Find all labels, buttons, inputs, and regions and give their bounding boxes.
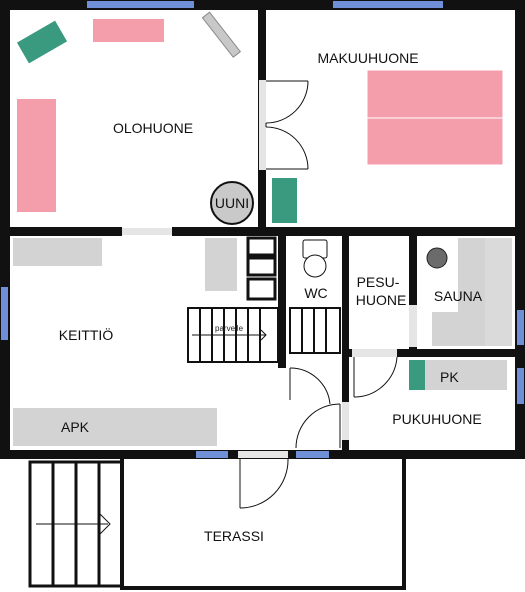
apk-label: APK: [61, 419, 90, 435]
kitchen-counter-top: [13, 238, 102, 266]
room-label-pesuhuone-2: HUONE: [356, 292, 407, 308]
kitchen-fridge: [205, 238, 237, 291]
door-swings: [239, 356, 398, 509]
hall-stairs: [289, 307, 341, 354]
window-right-pk: [517, 368, 524, 404]
room-label-keittio: KEITTIÖ: [59, 326, 114, 343]
outdoor-stairs: [36, 462, 111, 586]
window-top-left: [87, 1, 194, 8]
wc-toilet: [302, 239, 328, 278]
wall-wc-right: [342, 236, 349, 354]
openings: [122, 80, 417, 458]
apk-counter: [13, 408, 217, 446]
sauna-bench-lower: [485, 238, 512, 346]
terrace-wall: [120, 459, 406, 590]
bedroom-door: [265, 80, 309, 170]
opening-living-kitchen: [122, 228, 172, 235]
parvelle-label: parvelle: [215, 324, 244, 333]
room-label-wc: WC: [304, 285, 327, 301]
windows: [1, 1, 524, 458]
opening-pukuhuone-door: [342, 402, 349, 440]
window-top-right: [333, 1, 443, 8]
kitchen-shelves: [246, 236, 277, 301]
sauna-bench-upper: [458, 238, 485, 346]
pk-green-cabinet: [409, 360, 425, 390]
room-label-pukuhuone: PUKUHUONE: [392, 411, 481, 427]
wall-horizontal-main-b: [172, 227, 515, 236]
loft-stairs: [187, 307, 279, 363]
outer-wall-top: [0, 0, 525, 10]
opening-bedroom-door: [259, 80, 266, 170]
room-label-olohuone: OLOHUONE: [113, 120, 193, 136]
window-right-sauna: [517, 310, 524, 345]
window-left: [1, 287, 8, 340]
living-lamp-gray: [201, 11, 242, 58]
uuni-fireplace: [210, 181, 254, 225]
wall-pesu-bottom: [342, 349, 515, 357]
living-cabinet-green: [16, 20, 68, 64]
wall-horizontal-main-a: [10, 227, 122, 236]
pk-label: PK: [440, 369, 459, 385]
wall-pesu-right: [409, 236, 417, 352]
room-label-sauna: SAUNA: [434, 288, 483, 304]
outer-wall-left: [0, 0, 10, 458]
pk-bench: [425, 360, 507, 390]
opening-terrace-door: [238, 451, 288, 458]
window-bottom-1: [196, 451, 228, 458]
room-label-terassi: TERASSI: [204, 528, 264, 544]
wall-pukuhuone-left: [342, 357, 349, 402]
outer-wall-right: [515, 0, 525, 458]
sauna-stove-icon: [426, 247, 448, 269]
opening-pesu-door: [352, 349, 397, 357]
wall-wc-left: [278, 236, 286, 361]
opening-sauna-door: [409, 305, 417, 347]
window-bottom-2: [296, 451, 329, 458]
living-shelf-pink: [93, 19, 164, 42]
wall-hall-right: [278, 361, 286, 368]
wardrobe-green: [272, 178, 297, 223]
room-label-makuuhuone: MAKUUHUONE: [317, 50, 418, 66]
uuni-label: UUNI: [215, 195, 249, 211]
sauna-step: [432, 312, 458, 346]
room-label-pesuhuone-1: PESU-: [357, 274, 400, 290]
bed-top-half: [366, 69, 504, 119]
bed-bottom-half: [366, 117, 504, 166]
wall-pukuhuone-left-low: [342, 440, 349, 452]
living-sofa-pink: [17, 99, 56, 212]
